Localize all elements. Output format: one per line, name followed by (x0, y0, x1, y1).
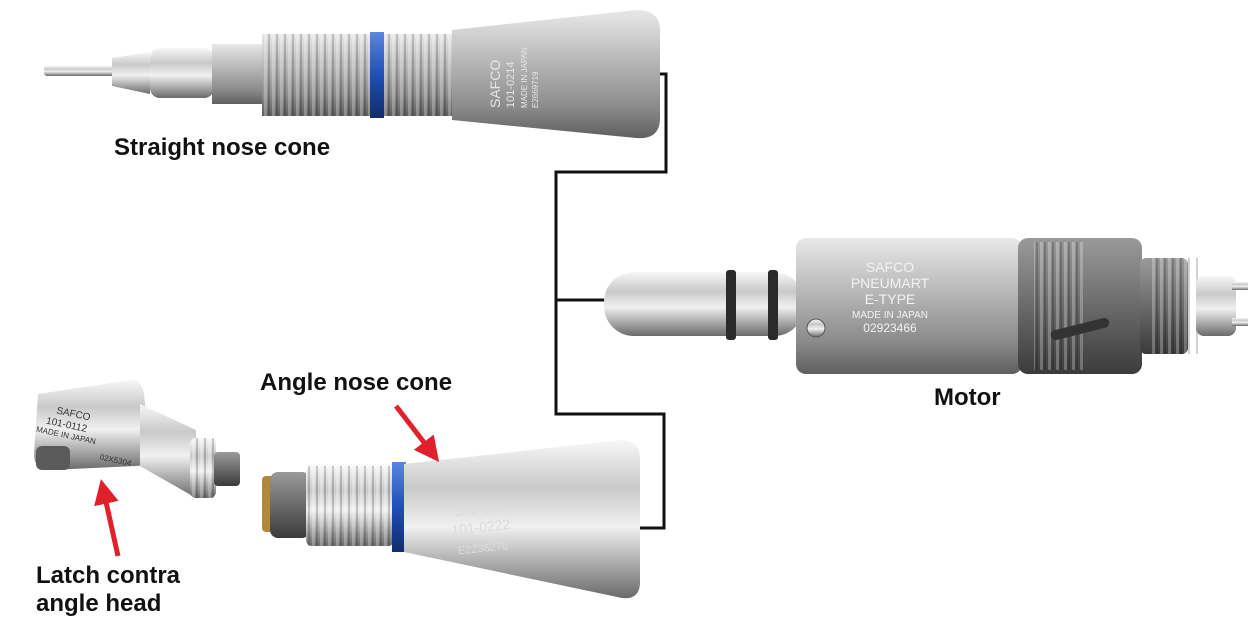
motor-image: SAFCO PNEUMART E-TYPE MADE IN JAPAN 0292… (604, 238, 1248, 374)
straight-engraving-3: MADE IN JAPAN (520, 47, 529, 108)
motor-label: Motor (934, 384, 1001, 411)
connector-straight (554, 72, 668, 300)
motor-engraving-2: PNEUMART (851, 275, 930, 291)
motor-engraving-3: E-TYPE (865, 291, 916, 307)
angle-nose-cone-image: SAFCO 101-0222 E2236276 (262, 440, 640, 599)
latch-head-label-line-2: angle head (36, 590, 162, 617)
latch-head-label: Latch contra angle head (36, 562, 180, 618)
straight-engraving-4: E2669719 (531, 71, 540, 108)
motor-engraving-4: MADE IN JAPAN (852, 310, 928, 321)
latch-head-label-line-1: Latch contra (36, 562, 181, 589)
connector-angle (554, 300, 666, 530)
pointer-arrows (94, 404, 440, 557)
motor-engraving-1: SAFCO (866, 259, 914, 275)
angle-nose-cone-label: Angle nose cone (260, 369, 453, 396)
angle-engraving-3: E2236276 (457, 540, 508, 557)
arrow-latch-head (94, 479, 121, 557)
angle-engraving-2: 101-0222 (450, 516, 511, 538)
straight-engraving-1: SAFCO (487, 60, 503, 108)
straight-nose-cone-label: Straight nose cone (114, 134, 331, 161)
motor-engraving-5: 02923466 (863, 321, 917, 335)
straight-nose-cone-image: SAFCO 101-0214 MADE IN JAPAN E2669719 (44, 10, 660, 139)
straight-engraving-2: 101-0214 (505, 62, 517, 109)
arrow-angle-nose-cone (394, 404, 440, 462)
latch-head-image: SAFCO 101-0112 MADE IN JAPAN 02X5304 (34, 380, 240, 498)
angle-engraving-1: SAFCO (454, 499, 504, 520)
